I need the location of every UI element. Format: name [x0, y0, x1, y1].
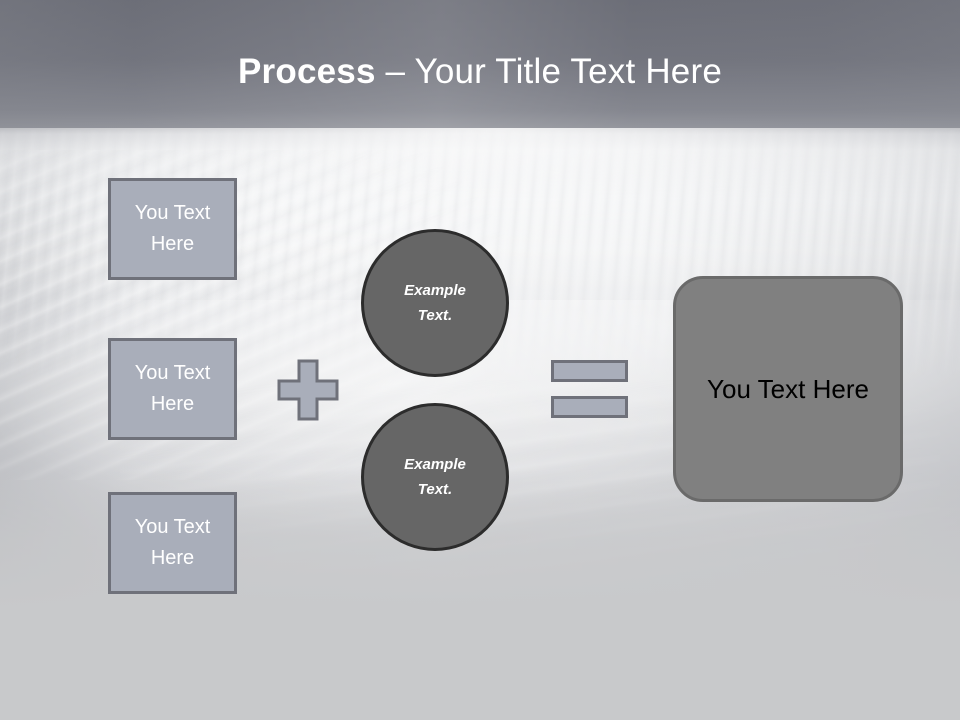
equals-icon-bar-bottom — [551, 396, 628, 418]
equals-icon-gap — [551, 382, 628, 396]
input-box-3[interactable]: You Text Here — [108, 492, 237, 594]
example-circle-1-line1: Example — [404, 282, 466, 299]
page-title-rest: – Your Title Text Here — [375, 52, 722, 91]
example-circle-1-line2: Text. — [417, 307, 453, 324]
example-circle-2-label: Example Text. — [404, 452, 466, 502]
result-panel-label: You Text Here — [707, 373, 869, 404]
input-box-2[interactable]: You Text Here — [108, 338, 237, 440]
input-box-1-label: You Text Here — [134, 202, 211, 255]
example-circle-2[interactable]: Example Text. — [361, 403, 509, 551]
result-panel[interactable]: You Text Here — [673, 276, 903, 502]
example-circle-2-line1: Example — [404, 456, 466, 473]
example-circle-1-label: Example Text. — [404, 278, 466, 328]
example-circle-1[interactable]: Example Text. — [361, 229, 509, 377]
input-box-2-label: You Text Here — [134, 362, 211, 415]
input-box-1[interactable]: You Text Here — [108, 178, 237, 280]
page-title: Process – Your Title Text Here — [0, 50, 960, 94]
input-box-3-label: You Text Here — [134, 516, 211, 569]
example-circle-2-line2: Text. — [417, 481, 453, 498]
equals-icon — [551, 360, 628, 418]
equals-icon-bar-top — [551, 360, 628, 382]
page-title-strong: Process — [238, 52, 376, 91]
plus-icon — [276, 358, 340, 422]
